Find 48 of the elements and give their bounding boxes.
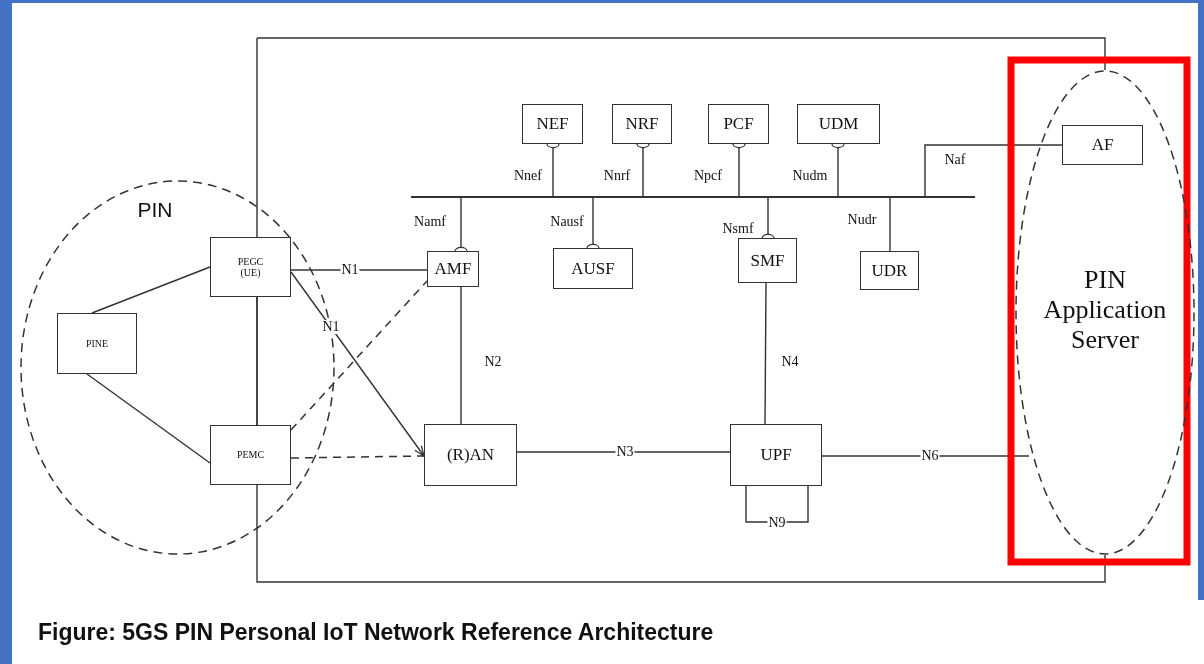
connector-line [764, 282, 767, 425]
interface-label: N3 [615, 445, 635, 459]
network-function-box: AF [1062, 125, 1143, 165]
group-label: PIN Application Server [1042, 265, 1168, 355]
interface-label: Nsmf [721, 222, 755, 236]
interface-label: Nudm [791, 169, 829, 183]
network-function-box: AUSF [553, 248, 633, 289]
interface-label: N9 [767, 516, 787, 530]
network-function-box: (R)AN [424, 424, 517, 486]
connector-line [290, 271, 425, 457]
interface-label: Nudr [846, 213, 878, 227]
connector-line [256, 296, 258, 426]
interface-label: Namf [413, 215, 447, 229]
network-function-box: PINE [57, 313, 137, 374]
dashed-connector [290, 455, 425, 459]
connector-line [516, 451, 731, 453]
interface-label: Nausf [549, 215, 585, 229]
network-function-box: NRF [612, 104, 672, 144]
connector-line [924, 144, 1063, 197]
network-function-box: PEMC [210, 425, 291, 485]
connector-line [86, 373, 211, 464]
interface-label: Nnef [513, 169, 543, 183]
connector-line [91, 266, 211, 314]
interface-label: N2 [483, 355, 503, 369]
network-function-box: PCF [708, 104, 769, 144]
network-function-box: PEGC (UE) [210, 237, 291, 297]
service-bus-line [411, 196, 975, 198]
interface-label: N4 [780, 355, 800, 369]
connector-line [889, 197, 891, 252]
connector-line [460, 286, 462, 425]
network-function-box: SMF [738, 238, 797, 283]
interface-label: N1 [340, 263, 360, 277]
interface-label: Npcf [693, 169, 723, 183]
connector-line [290, 269, 428, 271]
connector-line [821, 455, 1030, 457]
interface-label: N1 [321, 320, 341, 334]
figure-caption: Figure: 5GS PIN Personal IoT Network Reference Architecture [38, 619, 714, 646]
connector-line [745, 485, 809, 523]
network-function-box: UDR [860, 251, 919, 290]
network-function-box: AMF [427, 251, 479, 287]
network-function-box: NEF [522, 104, 583, 144]
dashed-connector [290, 280, 428, 431]
interface-label: N6 [920, 449, 940, 463]
network-function-box: UDM [797, 104, 880, 144]
interface-label: Naf [943, 153, 967, 167]
group-label: PIN [136, 198, 174, 223]
network-function-box: UPF [730, 424, 822, 486]
interface-label: Nnrf [602, 169, 632, 183]
